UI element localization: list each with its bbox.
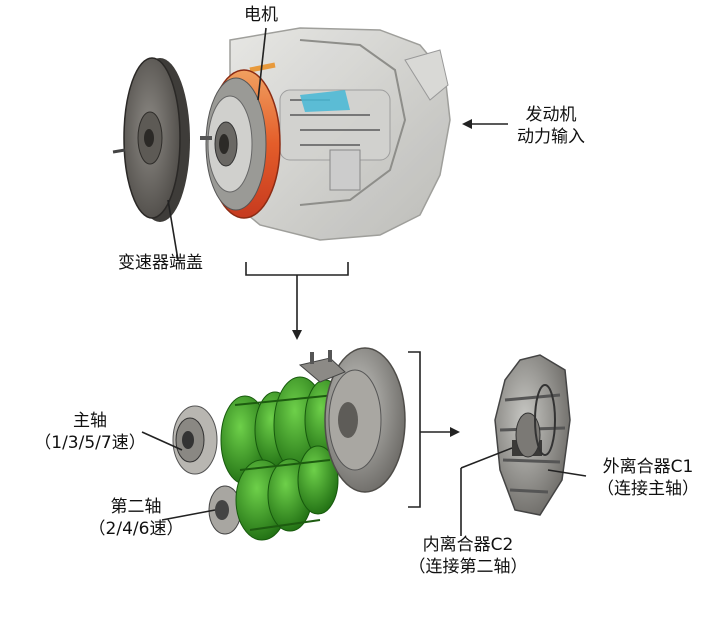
connectors: [141, 27, 587, 536]
arrow-left-icon: [462, 119, 472, 129]
main-shaft-line2: （1/3/5/7速）: [34, 433, 146, 453]
second-shaft-line2: （2/4/6速）: [88, 519, 184, 539]
inner-clutch-label: 内离合器C2 （连接第二轴）: [398, 534, 538, 578]
dual-clutch-cutaway: [494, 354, 571, 516]
transmission-end-cover: [112, 57, 190, 222]
inner-clutch-line1: 内离合器C2: [422, 535, 514, 555]
transmission-housing: [229, 27, 451, 241]
arrowheads: [292, 119, 472, 437]
main-shaft-label: 主轴 （1/3/5/7速）: [20, 410, 160, 454]
arrow-down-icon: [292, 330, 302, 340]
gearset: [172, 347, 406, 541]
inner-clutch-line2: （连接第二轴）: [408, 557, 528, 577]
electric-motor: [200, 69, 281, 219]
outer-clutch-line2: （连接主轴）: [597, 479, 699, 499]
main-shaft-line1: 主轴: [73, 411, 107, 431]
engine-input-label: 发动机 动力输入: [515, 104, 587, 148]
second-shaft-line1: 第二轴: [110, 497, 162, 517]
end-cover-label: 变速器端盖: [118, 253, 203, 273]
second-shaft-label: 第二轴 （2/4/6速）: [80, 496, 192, 540]
engine-input-line2: 动力输入: [517, 127, 585, 147]
motor-label: 电机: [244, 5, 278, 25]
engine-input-line1: 发动机: [525, 105, 577, 125]
outer-clutch-label: 外离合器C1 （连接主轴）: [588, 456, 708, 500]
outer-clutch-line1: 外离合器C1: [602, 457, 694, 477]
arrow-right-icon: [450, 427, 460, 437]
